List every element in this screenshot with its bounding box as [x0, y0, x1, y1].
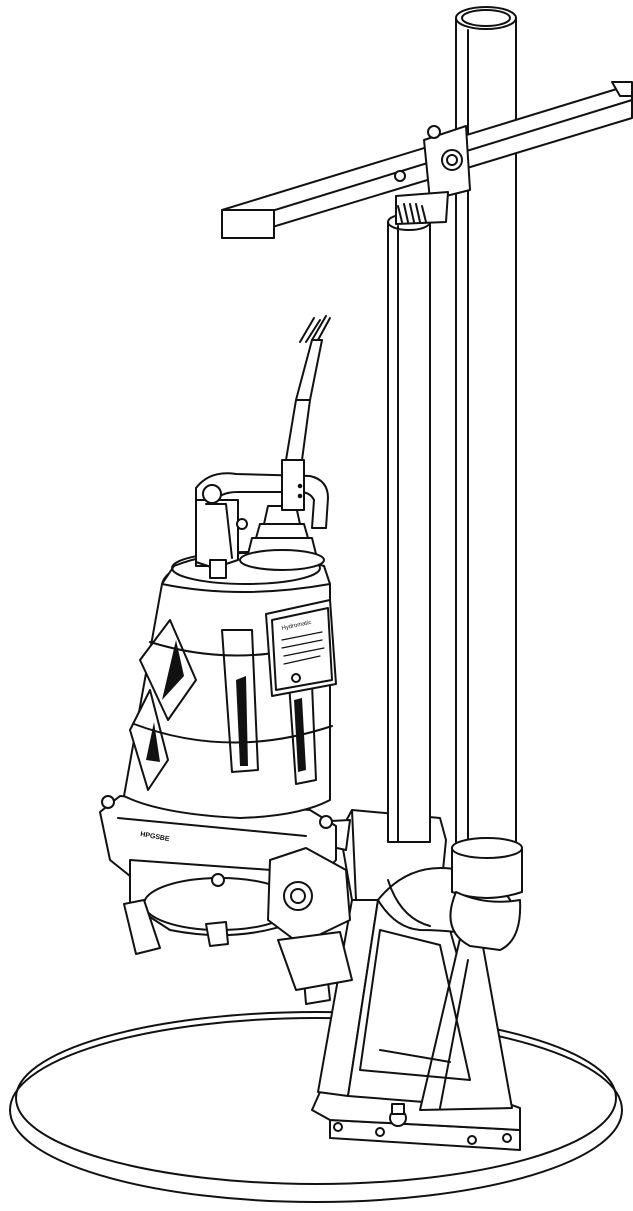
- guide-rail-left: [387, 213, 431, 843]
- base-elbow-pedestal: [299, 809, 521, 1151]
- pipe-coupling: [449, 837, 523, 951]
- upper-rail-bracket: [221, 81, 633, 239]
- pump: HPGSBE Hydromatic: [99, 315, 353, 1005]
